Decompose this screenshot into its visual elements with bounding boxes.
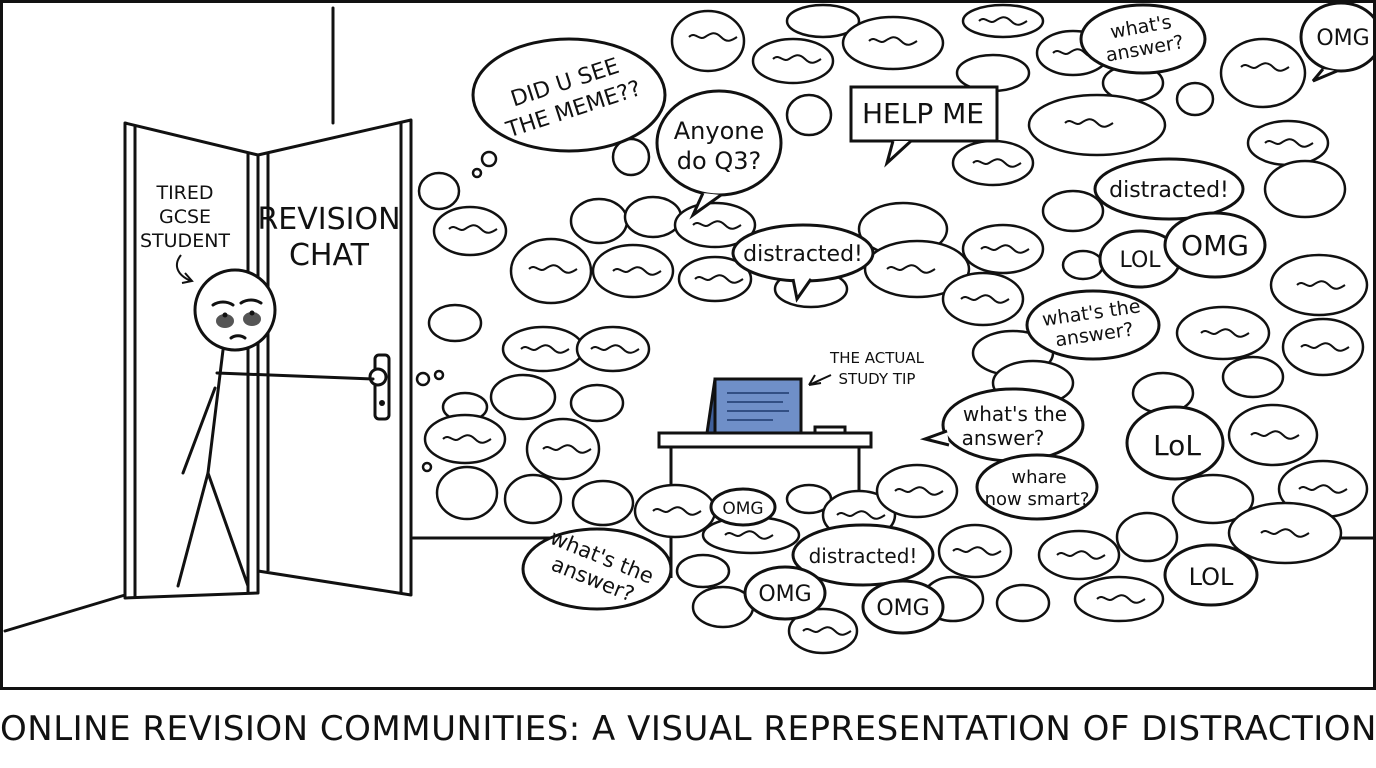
bubble-distracted-right-text: distracted!: [1109, 178, 1229, 203]
door: [123, 118, 413, 600]
bubble-lol-bottom-text: LOL: [1189, 563, 1234, 591]
bubble-omg-right: OMG: [1163, 211, 1267, 279]
bubble-omg-small: OMG: [709, 487, 777, 527]
bubble-anyone-line-1: Anyone: [674, 117, 765, 145]
bubble-distracted-bottom-text: distracted!: [809, 544, 918, 568]
bubble-omg-bottom-1-text: OMG: [758, 582, 811, 607]
bubble-anyone-line-2: do Q3?: [677, 147, 761, 175]
bubble-help-text: HELP ME: [862, 97, 984, 130]
comic-scene: TIRED GCSE STUDENT REVISION CHAT: [3, 3, 1373, 655]
study-tip-laptop-icon: [705, 377, 803, 435]
student-label-line-1: TIRED: [155, 182, 213, 204]
door-label: REVISION CHAT: [257, 202, 400, 273]
bubble-distracted-center-text: distracted!: [743, 242, 863, 267]
bubble-omg-corner-text: OMG: [1316, 26, 1369, 51]
bubble-whats-the-answer-mid-line-1: what's the: [963, 402, 1067, 426]
bubble-omg-bottom-1: OMG: [743, 565, 827, 621]
spill-bubbles: [415, 303, 489, 473]
tired-student-figure: [176, 268, 375, 588]
bubble-whats-the-answer-mid: what's the answer?: [919, 387, 1085, 463]
study-tip-label-line-1: THE ACTUAL: [829, 349, 925, 367]
study-tip-label: THE ACTUAL STUDY TIP: [808, 349, 925, 388]
comic-panel: TIRED GCSE STUDENT REVISION CHAT: [0, 0, 1376, 690]
door-label-line-2: CHAT: [289, 238, 370, 273]
bubble-whats-answer-top: what's answer?: [1079, 3, 1207, 75]
bubble-distracted-right: distracted!: [1093, 157, 1245, 221]
comic-caption: ONLINE REVISION COMMUNITIES: A VISUAL RE…: [0, 709, 1376, 749]
bubble-omg-corner: OMG: [1299, 3, 1373, 83]
bubble-distracted-center: distracted!: [731, 223, 875, 303]
student-label-arrow: [175, 254, 194, 284]
bubble-help-me: HELP ME: [849, 85, 999, 168]
study-tip-label-line-2: STUDY TIP: [839, 370, 916, 388]
bubble-lol-mid-text: LoL: [1153, 429, 1201, 462]
bubble-whats-the-answer-right: what's the answer?: [1025, 289, 1161, 361]
bubble-lol-bottom: LOL: [1163, 543, 1259, 607]
bubble-lol-right-text: LOL: [1119, 248, 1161, 273]
bubble-did-u-see-the-meme: DID U SEE THE MEME??: [471, 37, 667, 179]
door-label-line-1: REVISION: [257, 202, 400, 237]
bubble-anyone-do-q3: Anyone do Q3?: [655, 89, 783, 220]
bubble-whare-now-smart: whare now smart?: [975, 453, 1099, 521]
student-label-line-3: STUDENT: [140, 230, 230, 252]
bubble-omg-bottom-2-text: OMG: [876, 596, 929, 621]
bubble-distracted-bottom: distracted!: [791, 523, 935, 587]
bubble-whats-the-answer-bottom: what's the answer?: [521, 525, 673, 611]
bubble-omg-small-text: OMG: [722, 499, 763, 519]
bubble-whare-line-2: now smart?: [985, 489, 1090, 510]
bubble-lol-mid: LoL: [1125, 405, 1225, 481]
bubble-omg-bottom-2: OMG: [861, 579, 945, 635]
bubble-whats-the-answer-mid-line-2: answer?: [962, 426, 1045, 450]
bubble-whare-line-1: whare: [1011, 467, 1066, 488]
student-label-line-2: GCSE: [159, 206, 211, 228]
student-label: TIRED GCSE STUDENT: [140, 182, 230, 284]
bubble-omg-right-text: OMG: [1181, 229, 1249, 262]
study-tip-arrow: [808, 374, 832, 386]
